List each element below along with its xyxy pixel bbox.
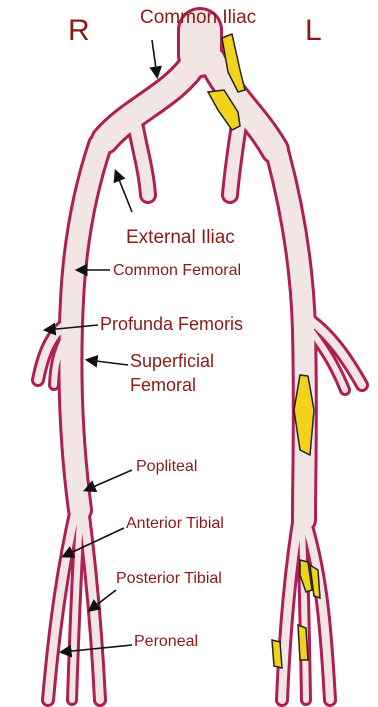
arrow-external-iliac	[116, 172, 132, 212]
plaque-left-tibial-3	[272, 640, 282, 668]
label-profunda-femoris: Profunda Femoris	[100, 315, 243, 335]
label-posterior-tibial: Posterior Tibial	[116, 570, 222, 588]
left-side-label: L	[305, 14, 322, 47]
label-anterior-tibial: Anterior Tibial	[126, 515, 224, 533]
label-superficial-femoral-line1: Superficial	[130, 352, 214, 372]
label-external-iliac: External Iliac	[126, 228, 235, 249]
label-common-iliac: Common Iliac	[140, 8, 256, 29]
right-side-label: R	[68, 14, 90, 47]
plaque-left-peroneal-1	[298, 625, 308, 660]
label-popliteal: Popliteal	[136, 458, 197, 476]
label-peroneal: Peroneal	[134, 633, 198, 651]
arrow-common-iliac	[152, 40, 157, 76]
plaque-left-tibial-2	[310, 565, 320, 598]
label-superficial-femoral-line2: Femoral	[130, 376, 196, 396]
arrow-popliteal	[86, 470, 132, 490]
arrow-superficial-femoral	[88, 360, 128, 365]
label-common-femoral: Common Femoral	[113, 262, 241, 280]
